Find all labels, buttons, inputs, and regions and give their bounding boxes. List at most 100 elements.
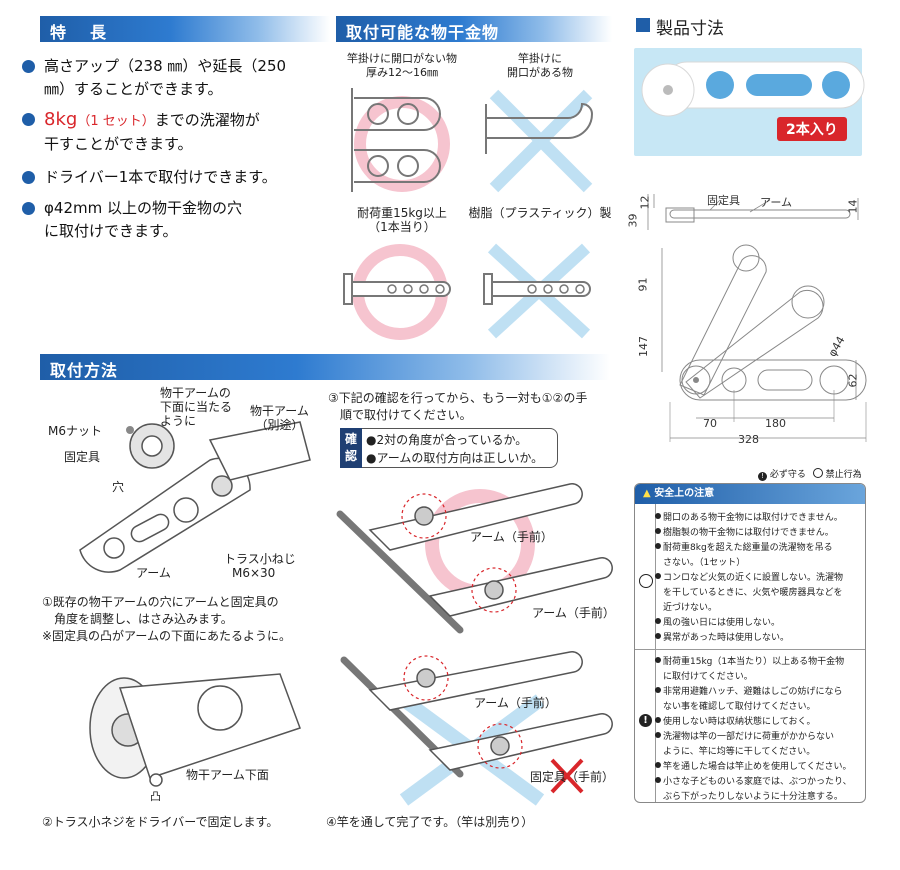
label-screw-line1: トラス小ねじ <box>224 552 296 566</box>
label-arm-separate-line2: （別途） <box>255 418 304 432</box>
dim-fixture-label: 固定具 <box>707 194 740 207</box>
feature-1-line2: ㎜）することができます。 <box>44 80 223 98</box>
bullet-dot-icon <box>655 528 661 534</box>
dim-62: 62 <box>846 373 860 388</box>
feature-4-line2: に取付けできます。 <box>44 222 178 240</box>
feature-1-line1: 高さアップ（238 ㎜）や延長（250 <box>44 57 287 75</box>
confirm-check-1: ●2対の角度が合っているか。 <box>366 433 528 447</box>
bullet-dot-icon <box>655 732 661 738</box>
compatible-3-line2: （1本当り） <box>368 220 436 234</box>
bullet-dot-icon <box>655 657 661 663</box>
safety-item: に取付けてください。 <box>655 671 868 683</box>
feature-3: ドライバー1本で取付けできます。 <box>22 166 334 189</box>
dimensions-square-icon <box>636 18 650 32</box>
label-screw: トラス小ねじ M6×30 <box>224 552 296 580</box>
compatible-2-label: 竿掛けに 開口がある物 <box>478 52 602 80</box>
prohibited-icon <box>812 468 823 478</box>
install-step2-drawing <box>89 673 301 787</box>
install-step3-drawing <box>336 483 613 634</box>
feature-4: φ42mm 以上の物干金物の穴 に取付けできます。 <box>22 197 334 243</box>
bullet-dot-icon <box>22 113 35 126</box>
safety-item: 洗濯物は竿の一部だけに荷重がかからない <box>655 731 860 743</box>
prohibited-row-icon <box>639 574 653 588</box>
safety-item: さない。（1セット） <box>655 557 868 569</box>
safety-item: 開口のある物干金物には取付けできません。 <box>655 512 860 524</box>
label-arm-bottom-face: 物干アーム下面 <box>186 768 269 782</box>
step4-text: ④竿を通して完了です。（竿は別売り） <box>326 815 534 829</box>
safety-item: ように、竿に均等に干してください。 <box>655 746 868 758</box>
product-photo: 2本入り <box>634 48 865 156</box>
safety-item-text: ぶら下がったりしないように十分注意する。 <box>663 792 843 802</box>
bullet-dot-icon <box>655 513 661 519</box>
confirm-tag: 確 認 <box>340 428 362 468</box>
compatible-4-illustration <box>483 243 591 339</box>
safety-item: コンロなど火気の近くに設置しない。洗濯物 <box>655 572 860 584</box>
safety-item: 近づけない。 <box>655 602 868 614</box>
label-screw-line2: M6×30 <box>232 566 276 580</box>
label-arm: アーム <box>136 566 171 580</box>
safety-item: 使用しない時は収納状態にしておく。 <box>655 716 860 728</box>
set-note: （1 セット） <box>77 114 155 129</box>
compatible-2-illustration <box>485 89 594 193</box>
dim-91: 91 <box>636 277 650 292</box>
safety-item: 小さな子どものいる家庭では、ぶつかったり、 <box>655 776 860 788</box>
label-arm-bottom-line3: ように <box>160 414 197 428</box>
dim-70: 70 <box>703 417 717 430</box>
compatible-1-line1: 竿掛けに開口がない物 <box>347 52 457 65</box>
compatible-2-line1: 竿掛けに <box>518 52 562 65</box>
bullet-dot-icon <box>655 633 661 639</box>
label-arm-bottom-line1: 物干アームの <box>160 386 231 400</box>
compatible-header: 取付可能な物干金物 <box>336 16 612 42</box>
dim-147: 147 <box>637 336 650 357</box>
label-arm-front-2: アーム（手前） <box>532 606 615 620</box>
safety-item: 非常用避難ハッチ、避難はしごの妨げになら <box>655 686 860 698</box>
bullet-dot-icon <box>655 573 661 579</box>
label-arm-bottom: 物干アームの 下面に当たる ように <box>160 386 232 428</box>
safety-item-text: 使用しない時は収納状態にしておく。 <box>663 717 816 727</box>
dim-arm-label: アーム <box>760 196 793 209</box>
projection-icon: 凸 <box>150 790 161 803</box>
dimension-drawing <box>647 194 867 442</box>
safety-item-text: 耐荷重15kg（1本当たり）以上ある物干金物 <box>663 657 845 667</box>
feature-2: 8kg（1 セット）までの洗濯物が 干すことができます。 <box>22 108 334 156</box>
label-arm-separate-line1: 物干アーム <box>250 404 309 418</box>
safety-item-text: 耐荷重8kgを超えた総重量の洗濯物を吊る <box>663 543 833 553</box>
safety-item: ない事を確認して取付けてください。 <box>655 701 868 713</box>
step2-text: ②トラス小ネジをドライバーで固定します。 <box>42 815 279 829</box>
label-arm-front-1: アーム（手前） <box>470 530 553 544</box>
safety-item: 樹脂製の物干金物には取付けできません。 <box>655 527 860 539</box>
feature-2-line1: 8kg（1 セット）までの洗濯物が <box>44 108 334 133</box>
compatible-4-line1: 樹脂（プラスティック）製 <box>468 206 612 220</box>
label-arm-front-3: アーム（手前） <box>474 696 557 710</box>
label-arm-bottom-line2: 下面に当たる <box>160 400 233 414</box>
safety-item: 異常があった時は使用しない。 <box>655 632 860 644</box>
safety-item-text: ように、竿に均等に干してください。 <box>663 747 816 757</box>
confirm-tag-2: 認 <box>344 449 357 463</box>
feature-2-line2: 干すことができます。 <box>44 135 193 153</box>
dim-39: 39 <box>626 213 640 228</box>
safety-item-text: コンロなど火気の近くに設置しない。洗濯物 <box>663 573 844 583</box>
weight-value: 8kg <box>44 109 78 130</box>
safety-item-text: 樹脂製の物干金物には取付けできません。 <box>663 528 834 538</box>
safety-item: 耐荷重8kgを超えた総重量の洗濯物を吊る <box>655 542 860 554</box>
safety-box: ▲ 安全上の注意 ! <box>634 483 866 803</box>
legend-must: 必ず守る <box>769 470 806 480</box>
legend-prohibited: 禁止行為 <box>825 470 862 480</box>
label-nut: M6ナット <box>48 424 102 438</box>
features-title: 特 長 <box>50 23 111 42</box>
safety-item: 竿を通した場合は竿止めを使用してください。 <box>655 761 860 773</box>
product-arm-image <box>641 61 865 117</box>
label-hole: 穴 <box>112 480 125 494</box>
label-arm-separate: 物干アーム （別途） <box>250 404 309 432</box>
compatible-1-line2: 厚み12～16㎜ <box>366 66 438 79</box>
features-header: 特 長 <box>40 16 330 42</box>
safety-item-text: 開口のある物干金物には取付けできません。 <box>663 513 843 523</box>
safety-item-text: を干しているときに、火気や暖房器具などを <box>663 588 843 598</box>
legend: ! 必ず守る 禁止行為 <box>758 467 862 481</box>
dim-328: 328 <box>738 433 759 446</box>
bullet-dot-icon <box>22 202 35 215</box>
safety-item: を干しているときに、火気や暖房器具などを <box>655 587 868 599</box>
step3-line1: ③下記の確認を行ってから、もう一対も①②の手 <box>328 391 588 405</box>
bullet-dot-icon <box>655 762 661 768</box>
feature-2-rest: までの洗濯物が <box>154 111 260 129</box>
